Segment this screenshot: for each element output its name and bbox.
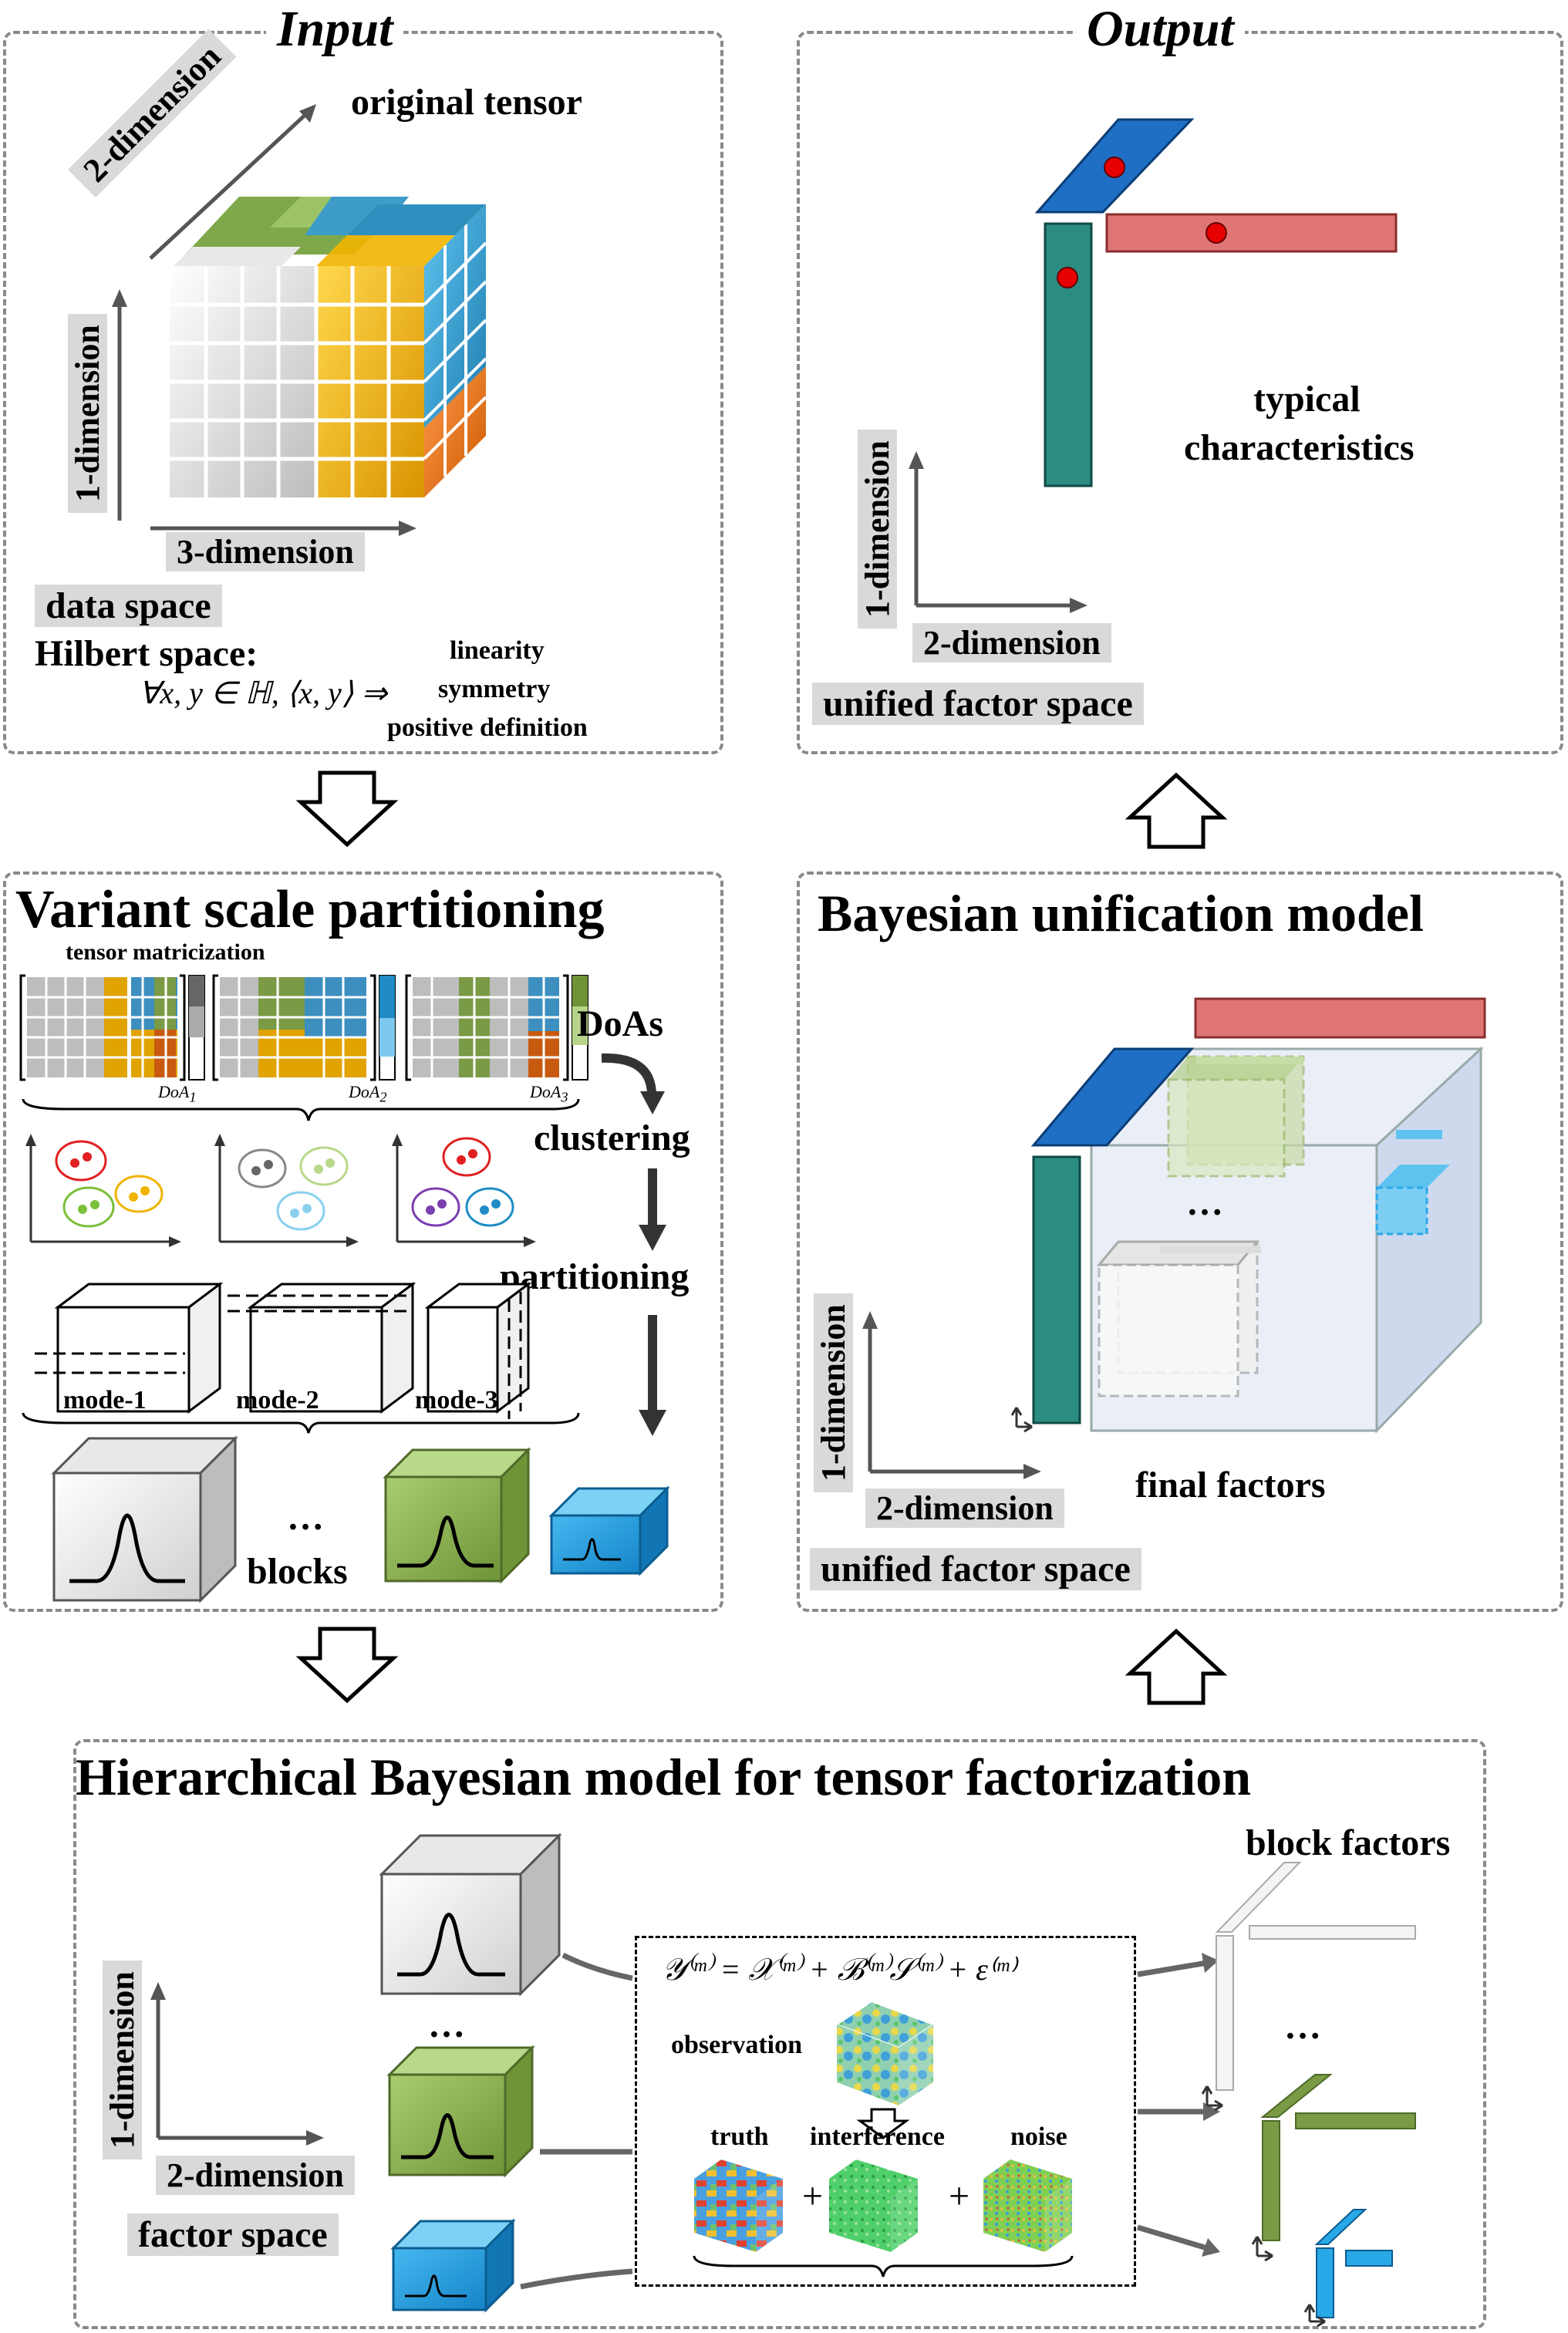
unification-cube — [1010, 997, 1486, 1434]
original-tensor-label: original tensor — [351, 82, 582, 123]
process-arrows — [601, 1053, 666, 1436]
unification-axes — [862, 1311, 1041, 1479]
block-factor-blue — [1303, 2209, 1393, 2328]
hblock-white — [379, 1832, 562, 1997]
unification-panel — [797, 872, 1563, 1612]
unification-title: Bayesian unification model — [818, 884, 1424, 942]
plus-2: + — [949, 2176, 970, 2217]
block-factor-arrows — [1136, 1953, 1220, 2257]
block-factor-green — [1251, 2074, 1416, 2262]
partition-panel — [3, 872, 723, 1612]
data-space-label: data space — [35, 585, 222, 627]
clustering-label: clustering — [534, 1118, 690, 1158]
block-factor-white — [1201, 1862, 1416, 2112]
front-face — [170, 266, 424, 497]
mode3-label: mode-3 — [415, 1386, 498, 1414]
mode-cubes — [22, 1282, 580, 1434]
hblock-blue — [390, 2218, 516, 2313]
block-white — [51, 1435, 238, 1603]
typical-label: typical — [1253, 379, 1361, 420]
output-title: Output — [1076, 0, 1245, 59]
output-space-label: unified factor space — [812, 683, 1144, 725]
hierarchical-dim1-label: 1-dimension — [103, 1960, 142, 2159]
matricization-matrices — [19, 974, 588, 1121]
mode-1-cube — [35, 1282, 224, 1414]
hierarchical-title: Hierarchical Bayesian model for tensor f… — [76, 1748, 1252, 1806]
side-face — [316, 204, 487, 497]
truth-cube — [694, 2159, 783, 2252]
partition-title: Variant scale partitioning — [15, 880, 605, 939]
unification-ellipsis: … — [1186, 1182, 1223, 1223]
observation-cube — [835, 2000, 936, 2105]
mode-2-cube — [228, 1282, 416, 1414]
doa3-label: DoA3 — [530, 1082, 568, 1105]
final-factors-label: final factors — [1135, 1465, 1326, 1505]
matricization-label: tensor matricization — [66, 939, 265, 965]
mode-3-cube — [424, 1282, 532, 1419]
blocks-row — [51, 1435, 670, 1603]
block-blue — [548, 1485, 670, 1576]
down-arrow-1 — [295, 770, 399, 848]
output-dim1-label: 1-dimension — [858, 430, 897, 629]
prop-linearity: linearity — [450, 636, 545, 665]
hilbert-formula: ∀x, y ∈ ℍ, ⟨x, y⟩ ⇒ — [139, 676, 387, 710]
hierarchical-panel — [73, 1739, 1486, 2329]
hblock-green — [386, 2045, 535, 2178]
observation-label: observation — [671, 2031, 802, 2059]
interference-label: interference — [810, 2122, 945, 2151]
up-arrow-2 — [1125, 1628, 1228, 1705]
output-factors — [1034, 118, 1398, 487]
block-green — [383, 1447, 531, 1584]
matrix-2 — [212, 974, 396, 1081]
unification-space-label: unified factor space — [810, 1548, 1141, 1590]
mode1-label: mode-1 — [63, 1386, 147, 1414]
down-arrow-2 — [295, 1627, 399, 1704]
doas-label: DoAs — [577, 1003, 664, 1044]
blocks-label: blocks — [247, 1551, 348, 1592]
mode2-label: mode-2 — [236, 1386, 319, 1414]
matrix-3 — [405, 974, 588, 1081]
noise-label: noise — [1010, 2122, 1067, 2151]
prop-positive-definition: positive definition — [387, 713, 588, 742]
block-factors-label: block factors — [1246, 1822, 1451, 1863]
blocks-ellipsis: … — [287, 1497, 324, 1538]
hierarchical-blocks — [379, 1832, 633, 2313]
doa1-label: DoA1 — [158, 1082, 197, 1105]
clustering-plots — [25, 1134, 536, 1247]
noise-cubes — [693, 2000, 1074, 2277]
block-factors — [1201, 1862, 1416, 2328]
unification-dim1-label: 1-dimension — [814, 1293, 853, 1492]
input-title: Input — [266, 0, 404, 59]
up-arrow-1 — [1125, 772, 1228, 849]
output-dim2-label: 2-dimension — [912, 623, 1111, 662]
interference-cube — [829, 2159, 918, 2252]
hilbert-label: Hilbert space: — [35, 633, 258, 674]
output-axes — [909, 451, 1087, 613]
noise-cube — [983, 2159, 1072, 2252]
original-tensor-cube — [170, 197, 487, 497]
characteristics-label: characteristics — [1184, 427, 1415, 468]
input-dim1-label: 1-dimension — [68, 314, 107, 513]
input-axes — [112, 104, 416, 536]
hierarchical-axes — [150, 1982, 324, 2146]
equation-box — [635, 1936, 1136, 2287]
doa2-label: DoA2 — [349, 1082, 387, 1105]
input-dim3-label: 3-dimension — [166, 532, 365, 571]
prop-symmetry: symmetry — [438, 675, 551, 703]
partitioning-label: partitioning — [500, 1256, 690, 1297]
equation: 𝒴⁽ᵐ⁾ = 𝒳⁽ᵐ⁾ + ℬ⁽ᵐ⁾𝒮⁽ᵐ⁾ + ε⁽ᵐ⁾ — [662, 1952, 1017, 1987]
hierarchical-dim2-label: 2-dimension — [156, 2156, 355, 2195]
matrix-1 — [19, 974, 205, 1081]
unification-dim2-label: 2-dimension — [865, 1488, 1064, 1528]
block-factors-ellipsis: … — [1284, 2006, 1321, 2047]
hierarchical-ellipsis: … — [428, 2004, 465, 2045]
truth-label: truth — [710, 2122, 769, 2151]
factor-space-label: factor space — [127, 2213, 339, 2256]
plus-1: + — [802, 2176, 824, 2217]
